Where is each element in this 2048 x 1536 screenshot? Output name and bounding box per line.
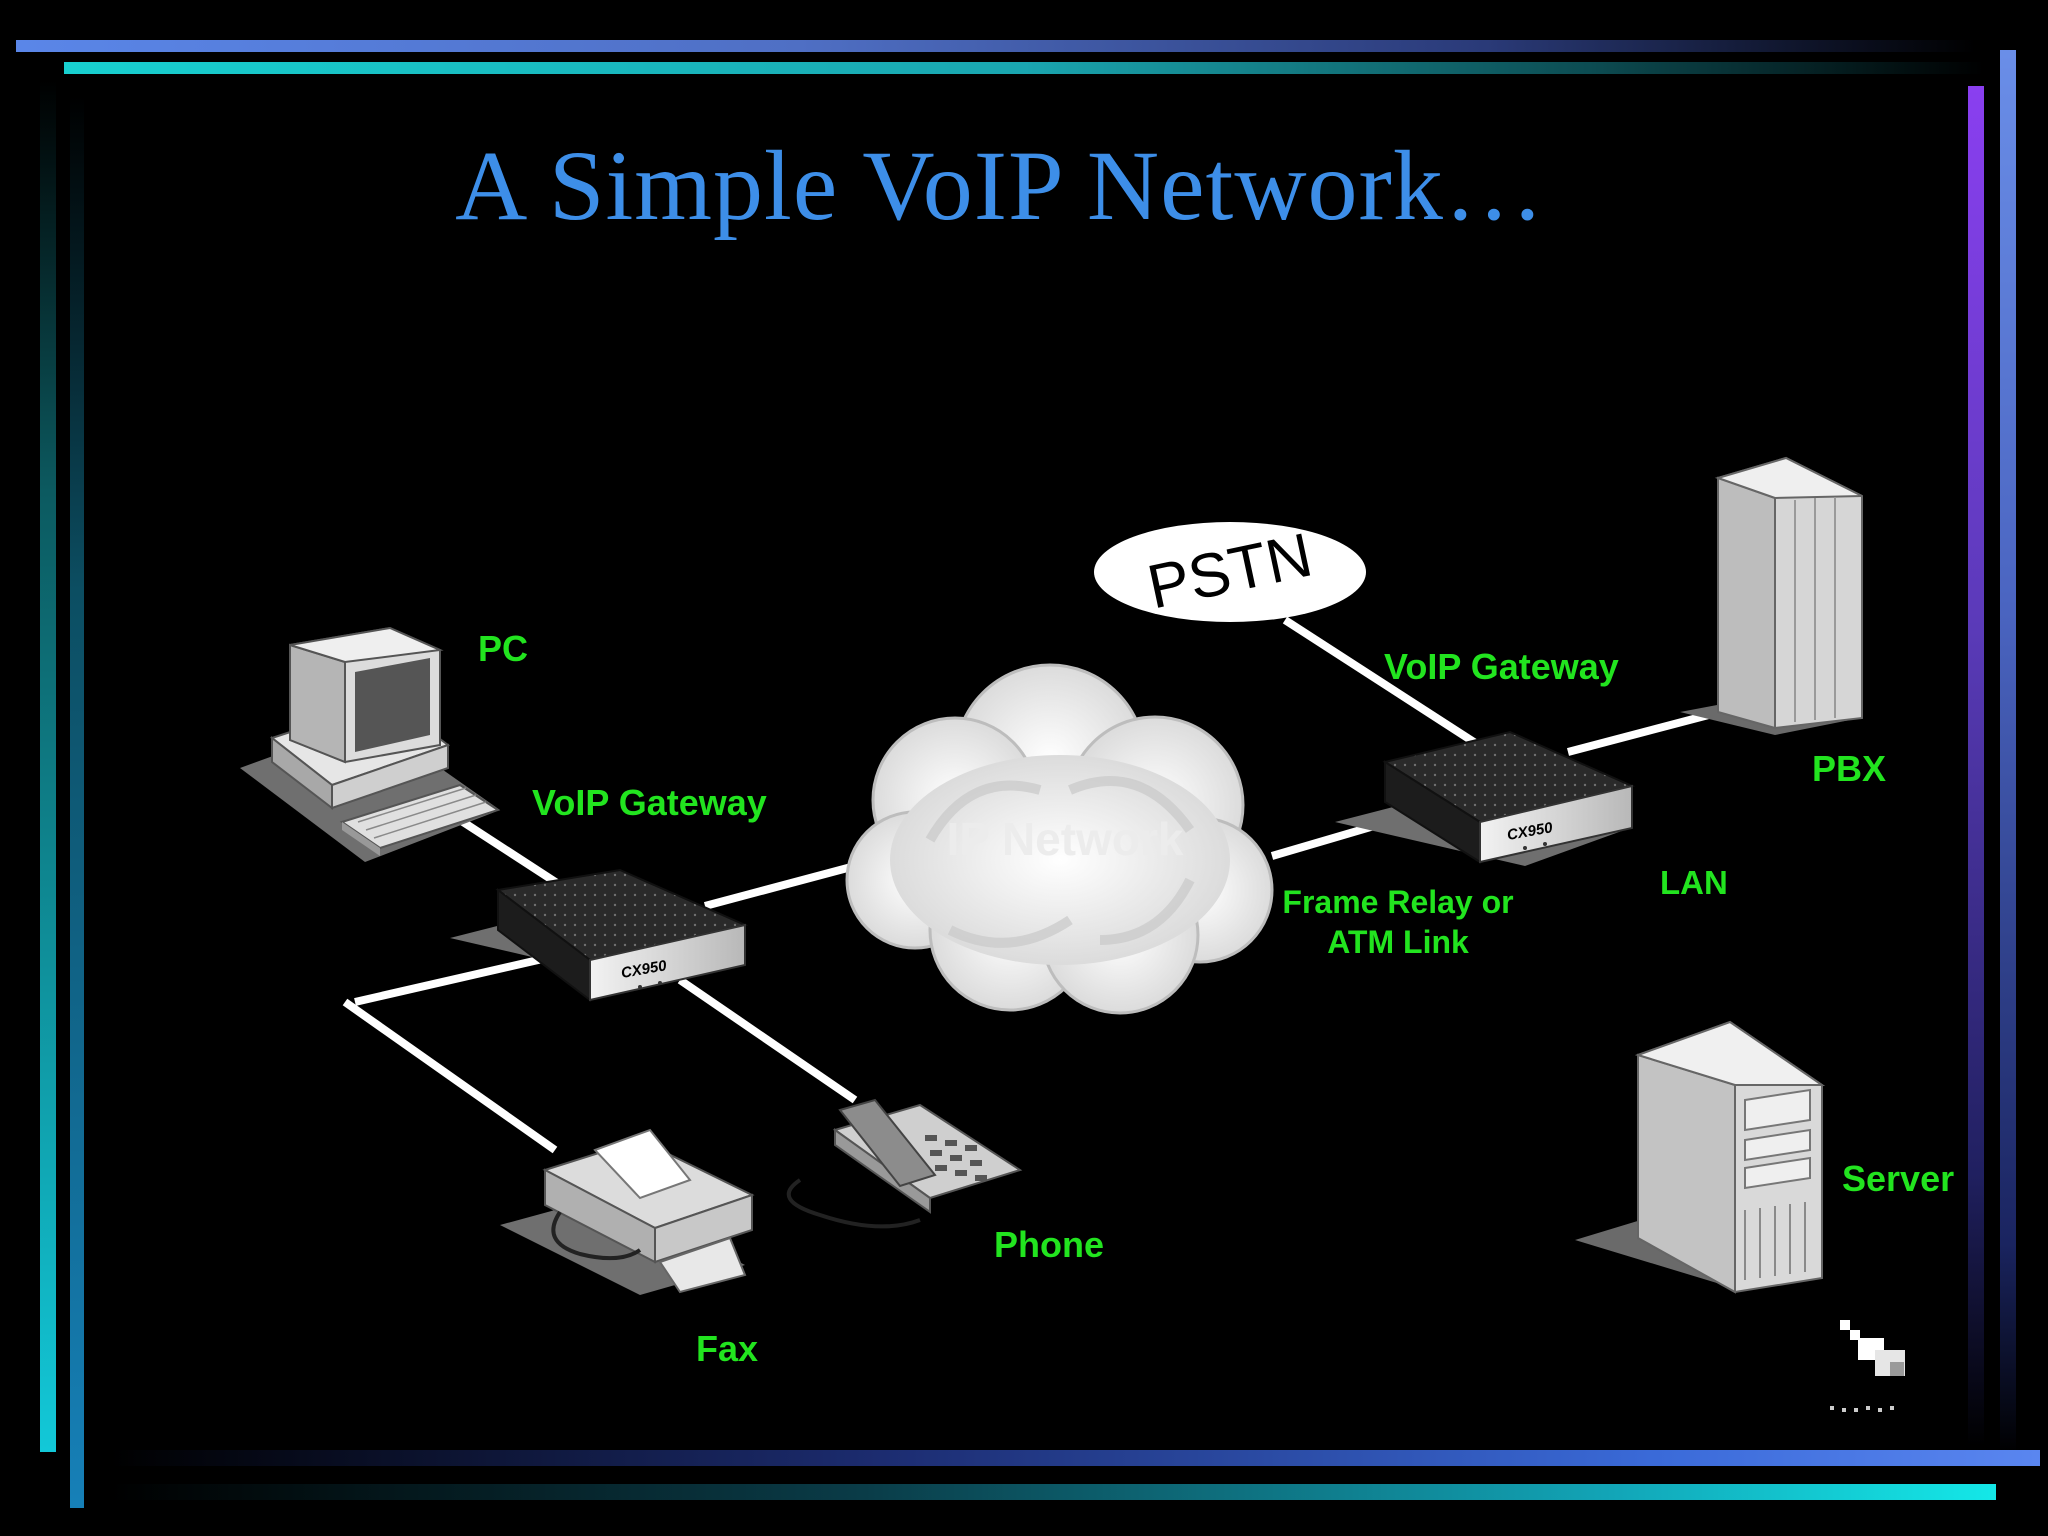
edge-gateway-cloud: [703, 858, 872, 910]
frame-bar-bottom-inner: [110, 1484, 1996, 1500]
lan-label: LAN: [1660, 864, 1728, 901]
fax-label: Fax: [696, 1328, 759, 1369]
pbx-label: PBX: [1812, 748, 1887, 789]
edge-pstn-gateway-right: [1282, 616, 1483, 750]
frame-bar-left-inner: [70, 96, 84, 1508]
gateway-left-label: VoIP Gateway: [532, 782, 767, 823]
wan-link-line1: Frame Relay or: [1282, 884, 1514, 920]
pbx-cabinet-icon: [1680, 456, 1863, 735]
gateway-box-icon: CX950: [450, 868, 749, 1003]
frame-bar-top-inner: [64, 62, 1984, 74]
slide-title: A Simple VoIP Network…: [455, 130, 1545, 241]
pc-label: PC: [478, 628, 529, 669]
frame-bar-left: [40, 80, 56, 1452]
fax-machine-icon: [500, 1128, 755, 1295]
wan-link-line2: ATM Link: [1327, 924, 1469, 960]
wan-link-label: Frame Relay or ATM Link: [1258, 882, 1538, 962]
ip-network-label: IP Network: [947, 813, 1184, 865]
gateway-box-icon: CX950: [1335, 730, 1636, 866]
gateway-right-label: VoIP Gateway: [1384, 646, 1619, 687]
server-label: Server: [1842, 1158, 1955, 1199]
phone-label: Phone: [994, 1224, 1105, 1265]
edge-gateway-phone: [677, 976, 858, 1104]
edge-gateway-right-pbx: [1566, 708, 1722, 756]
server-tower-icon: [1575, 1020, 1826, 1294]
pstn-ellipse-icon: PSTN: [1094, 521, 1366, 622]
frame-bar-top: [16, 40, 1976, 52]
pixel-pointing-hand-icon: [1830, 1320, 1905, 1412]
frame-bar-right-outer: [2000, 50, 2016, 1454]
edge-gateway-fax: [342, 951, 561, 1154]
cloud-icon: IP Network: [845, 663, 1274, 1015]
frame-bar-right: [1968, 86, 1984, 1446]
desktop-computer-icon: [240, 626, 501, 862]
desk-phone-icon: [786, 1098, 1023, 1229]
edge-pc-gateway: [457, 816, 563, 889]
frame-bar-bottom: [110, 1450, 2040, 1466]
